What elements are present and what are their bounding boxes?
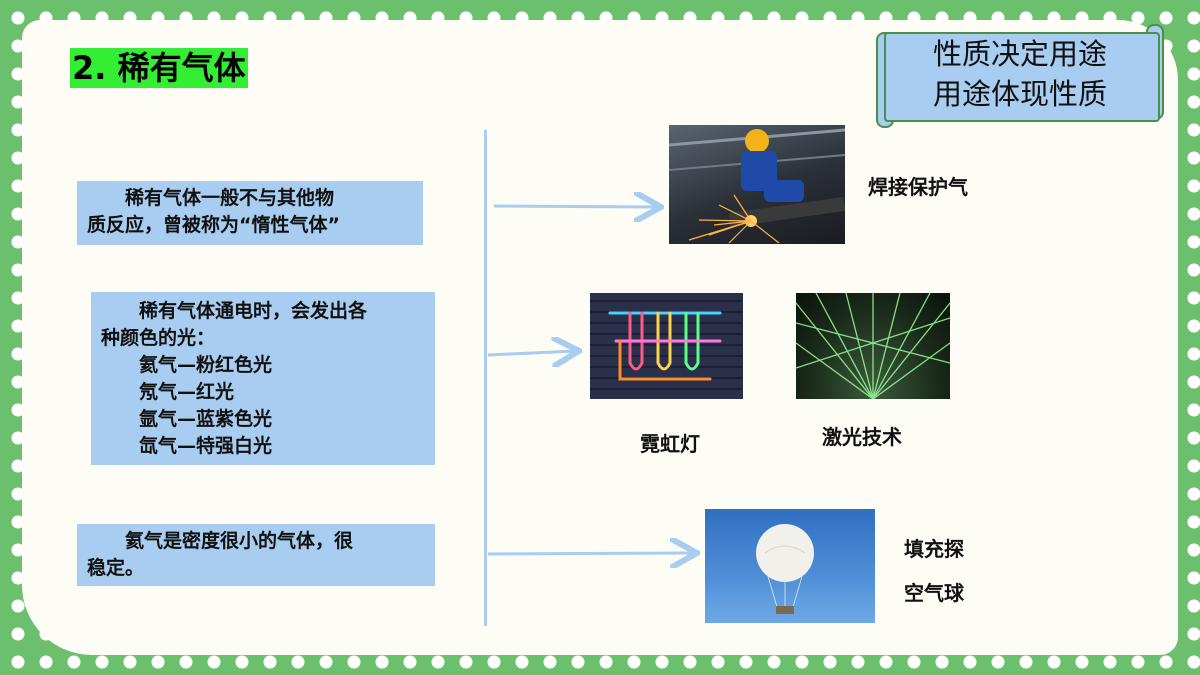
- welding-photo: [669, 125, 845, 244]
- box2-item: 氦气—粉红色光: [139, 354, 273, 376]
- neon-photo: [590, 293, 743, 399]
- box2-item: 氙气—特强白光: [139, 435, 273, 457]
- scroll-text: 性质决定用途 用途体现性质: [900, 34, 1140, 114]
- laser-photo: [796, 293, 950, 399]
- label-balloon-line-2: 空气球: [904, 581, 964, 605]
- box2-line-2: 种颜色的光：: [101, 327, 216, 349]
- label-laser: 激光技术: [822, 425, 902, 449]
- balloon-photo: [705, 509, 875, 623]
- box2-item: 氖气—红光: [139, 381, 235, 403]
- property-box-inert: 稀有气体一般不与其他物 质反应，曾被称为“惰性气体”: [77, 181, 423, 245]
- balloon-illustration: [756, 524, 814, 614]
- arrow-welding: [493, 206, 658, 207]
- welding-illustration: [669, 128, 845, 244]
- box2-line-1: 稀有气体通电时，会发出各: [139, 300, 368, 322]
- property-box-helium: 氦气是密度很小的气体，很 稳定。: [77, 524, 435, 586]
- slide-title: 2. 稀有气体: [70, 48, 248, 88]
- label-balloon-line-1: 填充探: [904, 537, 964, 561]
- box3-line-2: 稳定。: [87, 557, 145, 579]
- neon-tubes-illustration: [608, 311, 722, 381]
- box2-item: 氩气—蓝紫色光: [139, 408, 273, 430]
- scroll-line-1: 性质决定用途: [932, 37, 1107, 71]
- divider-line: [484, 130, 487, 626]
- property-box-light: 稀有气体通电时，会发出各 种颜色的光： 氦气—粉红色光 氖气—红光 氩气—蓝紫色…: [91, 292, 435, 465]
- label-welding: 焊接保护气: [868, 175, 968, 199]
- arrow-neon: [487, 351, 576, 355]
- box3-line-1: 氦气是密度很小的气体，很: [125, 530, 354, 552]
- label-neon: 霓虹灯: [640, 432, 700, 456]
- scroll-body: [884, 32, 1160, 122]
- scroll-banner: 性质决定用途 用途体现性质: [876, 24, 1164, 128]
- scroll-line-2: 用途体现性质: [932, 77, 1107, 111]
- box1-line-1: 稀有气体一般不与其他物: [125, 187, 335, 209]
- arrow-balloon: [487, 553, 694, 554]
- box1-line-2: 质反应，曾被称为“惰性气体”: [87, 214, 340, 236]
- laser-beams-illustration: [796, 293, 950, 399]
